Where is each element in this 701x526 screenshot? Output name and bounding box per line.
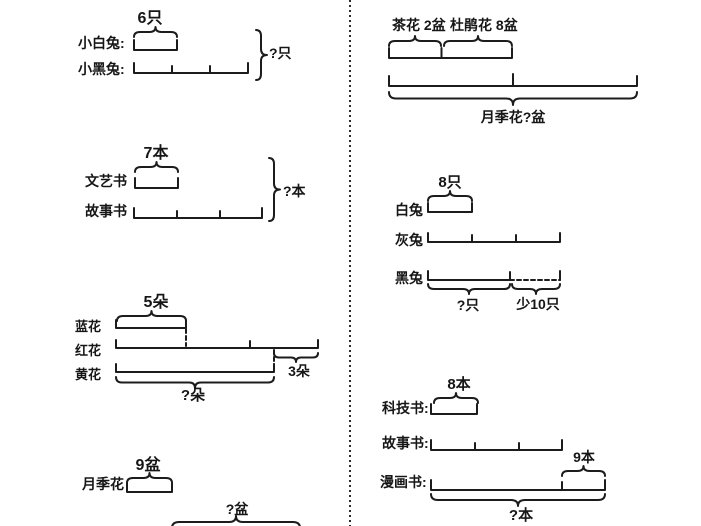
row-label: 蓝花 xyxy=(75,319,101,334)
bar-science-books xyxy=(430,403,478,415)
diagram-rabbits-right: 8只 白兔 灰兔 黑兔 ?只 少10只 xyxy=(395,174,561,313)
part-label: 杜鹃花 8盆 xyxy=(450,17,519,33)
overbrace xyxy=(133,26,178,38)
count-label: 5朵 xyxy=(144,293,169,311)
overbrace xyxy=(116,310,187,322)
total-label: ?朵 xyxy=(181,387,205,404)
row-label: 灰兔 xyxy=(395,232,423,248)
total-label: ?本 xyxy=(283,183,307,199)
bar-black-rabbit xyxy=(133,62,249,74)
overbrace xyxy=(433,392,479,404)
part-label: 茶花 2盆 xyxy=(391,17,447,33)
bar-grey-rabbit xyxy=(427,232,561,243)
diagram-books-left: 7本 文艺书 故事书 ?本 xyxy=(85,143,307,222)
bar-story-books xyxy=(133,207,263,219)
row-label: 小白兔: xyxy=(78,35,125,51)
row-label: 黄花 xyxy=(75,367,101,382)
count-label: 8只 xyxy=(438,174,461,191)
diagram-pots-left: 9盆 月季花 ?盆 xyxy=(81,455,301,526)
bar-rose-flowers xyxy=(126,482,173,493)
diagram-flowers-right: 茶花 2盆 杜鹃花 8盆 月季花?盆 xyxy=(388,17,638,125)
row-label: 黑兔 xyxy=(395,270,423,286)
underbrace-total xyxy=(115,376,275,389)
count-label: 8本 xyxy=(447,375,470,393)
diagram-rabbits-left: 6只 小白兔: 小黑兔: ?只 xyxy=(78,10,292,81)
total-label: ?本 xyxy=(509,506,533,524)
overbrace xyxy=(126,472,173,484)
right-brace xyxy=(255,29,268,81)
part-label: ?只 xyxy=(457,297,480,313)
count-label: 7本 xyxy=(144,143,169,162)
underbrace-part xyxy=(427,283,511,295)
bar-blue-flowers xyxy=(115,319,187,329)
bar-literature-books xyxy=(134,177,179,189)
total-label: ?只 xyxy=(269,45,292,61)
bar-white-rabbit xyxy=(133,39,178,51)
bar-rose-total xyxy=(388,73,638,87)
count-label: 6只 xyxy=(138,10,163,27)
row-label: 漫画书: xyxy=(380,474,427,490)
underbrace-total xyxy=(430,493,606,507)
row-label: 故事书 xyxy=(85,203,127,219)
diagram-books-right: 8本 科技书: 故事书: 9本 漫画书: ?本 xyxy=(380,375,606,524)
diff-label: 3朵 xyxy=(288,363,311,379)
count-label: 9盆 xyxy=(136,455,162,474)
overbrace-diff xyxy=(561,465,606,477)
underbrace-diff xyxy=(511,283,561,295)
overbrace xyxy=(134,161,179,173)
right-brace xyxy=(268,157,281,222)
bar-top-combined xyxy=(388,47,513,59)
underbrace-diff xyxy=(273,352,319,363)
overbrace-camellia xyxy=(388,35,442,47)
row-label: 小黑兔: xyxy=(78,61,125,77)
bar-black-rabbit-solid xyxy=(427,270,511,281)
total-label: 月季花?盆 xyxy=(480,109,547,125)
row-label: 月季花 xyxy=(81,476,124,492)
row-label: 白兔 xyxy=(395,202,423,218)
bar-red-flowers xyxy=(115,339,319,349)
underbrace-total xyxy=(388,91,638,106)
overbrace-clipped xyxy=(171,515,301,526)
overbrace xyxy=(427,190,473,202)
row-label: 科技书: xyxy=(382,400,429,416)
diff-label: 少10只 xyxy=(515,296,560,312)
diff-label: 9本 xyxy=(573,449,596,465)
overbrace-azalea xyxy=(443,35,513,47)
bar-yellow-flowers xyxy=(115,363,275,373)
diagram-flowers-left: 5朵 蓝花 红花 黄花 3朵 ?朵 xyxy=(75,293,319,404)
row-label: 故事书: xyxy=(382,435,429,451)
bar-white-rabbit xyxy=(427,202,473,213)
row-label: 红花 xyxy=(75,343,101,358)
bar-story-books xyxy=(430,439,563,451)
row-label: 文艺书 xyxy=(85,173,127,189)
total-label: ?盆 xyxy=(226,501,250,517)
bar-comic-books xyxy=(430,479,606,491)
